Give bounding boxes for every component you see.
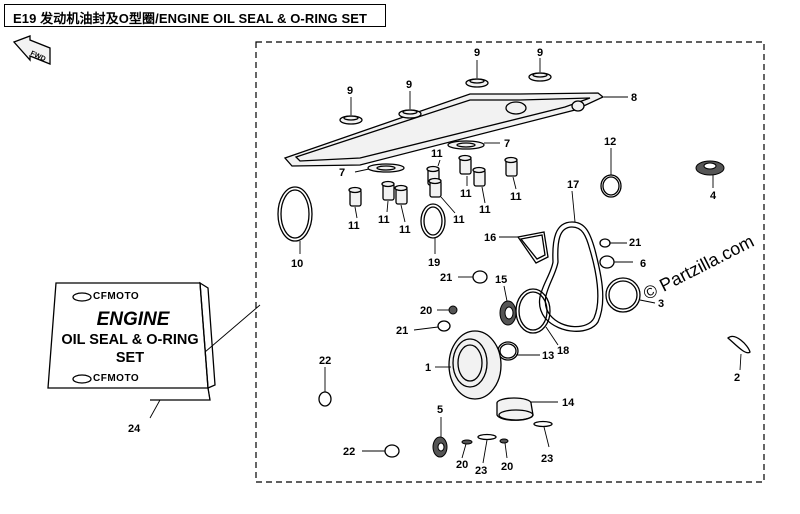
callout-23b: 23 (541, 453, 553, 465)
callout-10: 10 (291, 258, 303, 270)
fwd-arrow-icon: FWD (12, 35, 51, 65)
callout-21a: 21 (629, 237, 641, 249)
callout-3: 3 (658, 298, 664, 310)
oil-seal-part-4 (695, 160, 725, 176)
callout-11a: 11 (348, 220, 360, 232)
callout-21c: 21 (396, 325, 408, 337)
gasket-part-16 (516, 231, 549, 264)
sign-brand-top: CFMOTO (93, 291, 140, 302)
kit-sign-part-24 (47, 281, 216, 401)
callout-20b: 20 (456, 459, 468, 471)
o-ring-part-3 (605, 277, 641, 313)
o-ring-part-21b (472, 270, 488, 284)
callout-19: 19 (428, 257, 440, 269)
sign-line-engine: ENGINE (96, 309, 170, 330)
callout-7b: 7 (504, 138, 510, 150)
crankshaft-oil-seal-part-1 (448, 330, 502, 400)
callout-1: 1 (425, 362, 431, 374)
callout-23a: 23 (475, 465, 487, 477)
callout-20c: 20 (501, 461, 513, 473)
callout-12: 12 (604, 136, 616, 148)
o-ring-part-23b (533, 420, 553, 428)
callout-11b: 11 (378, 214, 390, 226)
spark-plug-seal-part-9c (465, 78, 489, 88)
callout-20a: 20 (420, 305, 432, 317)
sign-line-oil-seal: OIL SEAL & O-RING (61, 332, 199, 348)
callout-9a: 9 (347, 85, 353, 97)
callout-16: 16 (484, 232, 496, 244)
callout-22b: 22 (343, 446, 355, 458)
callout-24: 24 (128, 423, 141, 435)
spark-plug-seal-part-9d (528, 72, 552, 82)
cam-cap-gasket-part-7a (367, 163, 405, 173)
o-ring-part-20c (499, 438, 509, 444)
o-ring-part-23a (477, 433, 497, 441)
o-ring-part-21a (599, 238, 611, 248)
diagram-title: E19 发动机油封及O型圈/ENGINE OIL SEAL & O-RING S… (13, 11, 368, 26)
callout-21b: 21 (440, 272, 452, 284)
callout-9c: 9 (474, 47, 480, 59)
callout-11f: 11 (460, 188, 472, 200)
callout-11d: 11 (453, 214, 465, 226)
callout-9d: 9 (537, 47, 543, 59)
valve-cover-gasket-part-8 (283, 92, 605, 167)
o-ring-part-22a (318, 391, 332, 407)
callout-7a: 7 (339, 167, 345, 179)
oil-seal-part-14 (496, 397, 534, 421)
spark-plug-seal-part-9b (398, 109, 422, 119)
diagram-title-box: E19 发动机油封及O型圈/ENGINE OIL SEAL & O-RING S… (4, 4, 386, 27)
o-ring-part-19 (420, 203, 446, 239)
o-ring-part-22b (384, 444, 400, 458)
callout-8: 8 (631, 92, 637, 104)
kit-boundary-frame (255, 41, 765, 483)
callout-13: 13 (542, 350, 554, 362)
o-ring-part-20a (448, 305, 458, 315)
callout-18: 18 (557, 345, 569, 357)
cam-cap-gasket-part-7b (447, 140, 485, 150)
oil-seal-part-15 (499, 300, 517, 326)
sign-line-set: SET (115, 350, 145, 366)
callout-22a: 22 (319, 355, 331, 367)
callout-11e: 11 (431, 148, 443, 160)
o-ring-part-21c (437, 320, 451, 332)
callout-6: 6 (640, 258, 646, 270)
o-ring-part-6 (599, 255, 615, 269)
o-ring-part-12 (600, 174, 622, 198)
valve-stem-seal-group-part-11 (348, 154, 518, 207)
cover-gasket-part-17 (538, 221, 604, 332)
callout-2: 2 (734, 372, 740, 384)
oil-seal-part-5 (432, 436, 448, 458)
o-ring-part-10 (277, 186, 313, 242)
callout-14: 14 (562, 397, 575, 409)
callout-11g: 11 (479, 204, 491, 216)
callout-15: 15 (495, 274, 507, 286)
callout-17: 17 (567, 179, 579, 191)
callout-11h: 11 (510, 191, 522, 203)
spark-plug-seal-part-9a (339, 115, 363, 125)
sign-brand-bottom: CFMOTO (93, 373, 140, 384)
callout-4: 4 (710, 190, 717, 202)
callout-5: 5 (437, 404, 443, 416)
callout-11c: 11 (399, 224, 411, 236)
o-ring-part-20b (461, 439, 473, 445)
o-ring-part-18 (515, 288, 551, 334)
o-ring-part-2 (727, 335, 751, 354)
callout-9b: 9 (406, 79, 412, 91)
